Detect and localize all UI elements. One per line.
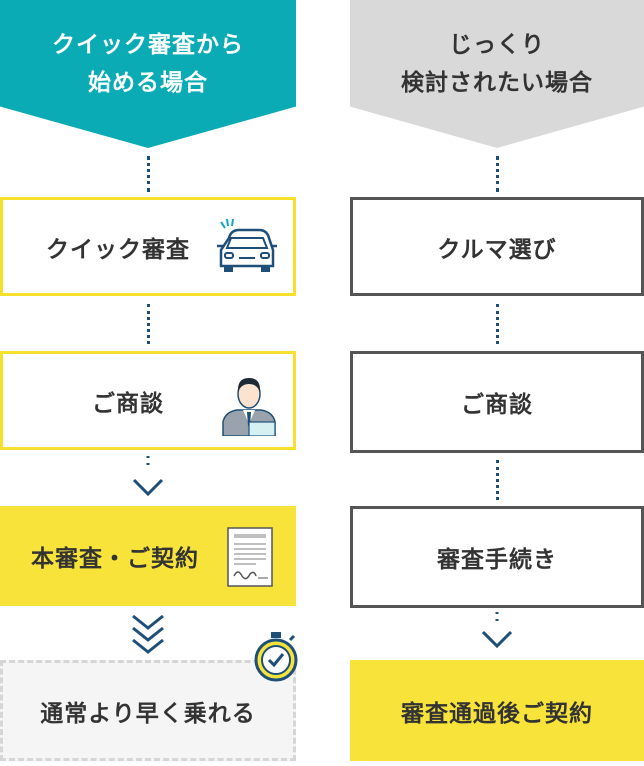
step-label: ご商談 — [92, 390, 164, 417]
header-line-2: 検討されたい場合 — [401, 70, 593, 96]
double-arrow-down-icon — [132, 614, 164, 654]
businessman-icon — [222, 378, 276, 436]
arrow-down-icon — [132, 456, 164, 497]
step-review-procedure: 審査手続き — [350, 506, 644, 608]
step-label: クイック審査 — [46, 236, 190, 263]
step-label: 審査通過後ご契約 — [401, 700, 593, 727]
step-label: クルマ選び — [437, 236, 557, 263]
step-label: 本審査・ご契約 — [31, 546, 199, 572]
header-line-2: 始める場合 — [88, 70, 208, 96]
step-negotiation: ご商談 — [0, 351, 296, 450]
careful-review-header: じっくり 検討されたい場合 — [350, 0, 644, 148]
step-contract-after-approval: 審査通過後ご契約 — [350, 660, 644, 761]
contract-document-icon — [227, 527, 273, 587]
dotted-connector — [146, 304, 150, 344]
arrow-down-icon — [481, 612, 513, 649]
stopwatch-icon — [254, 632, 298, 682]
step-label: 審査手続き — [437, 547, 557, 573]
step-car-selection: クルマ選び — [350, 197, 644, 296]
dotted-connector — [495, 156, 499, 192]
quick-review-header: クイック審査から 始める場合 — [0, 0, 296, 148]
step-final-review-contract: 本審査・ご契約 — [0, 506, 296, 606]
dotted-connector — [495, 304, 499, 344]
step-ride-sooner: 通常より早く乗れる — [0, 660, 296, 761]
header-line-1: じっくり — [449, 32, 545, 58]
dotted-connector — [146, 156, 150, 192]
step-negotiation: ご商談 — [350, 351, 644, 453]
step-label: ご商談 — [461, 392, 533, 418]
car-icon — [217, 218, 277, 272]
step-quick-review: クイック審査 — [0, 197, 296, 296]
header-line-1: クイック審査から — [52, 32, 244, 58]
dotted-connector — [495, 460, 499, 500]
step-label: 通常より早く乗れる — [40, 700, 256, 727]
